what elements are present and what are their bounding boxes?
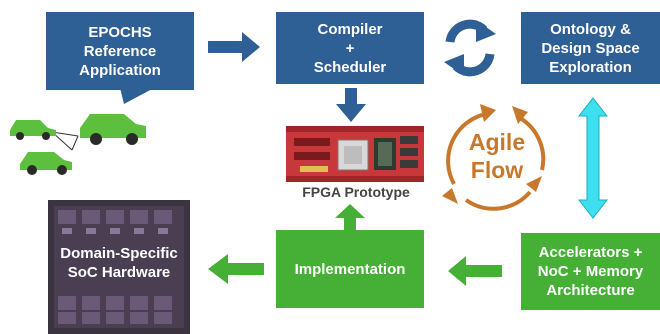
arrow-left-icon <box>448 256 502 286</box>
ontology-dse-box: Ontology & Design Space Exploration <box>521 12 660 84</box>
arrow-right-icon <box>208 32 260 62</box>
fpga-board-image <box>286 126 424 182</box>
reference-app-box: EPOCHS Reference Application <box>46 12 194 90</box>
cars-icon <box>10 114 146 175</box>
agile-label: Agile Flow <box>450 128 544 184</box>
implementation-box: Implementation <box>276 230 424 308</box>
agile-line2: Flow <box>470 157 524 183</box>
cycle-arrows-icon <box>444 19 496 77</box>
compiler-scheduler-box: Compiler + Scheduler <box>276 12 424 84</box>
callout-tail <box>120 88 154 104</box>
arrow-down-icon <box>336 88 366 122</box>
arrow-up-icon <box>335 204 365 230</box>
soc-die-image <box>48 200 190 334</box>
accelerators-box: Accelerators + NoC + Memory Architecture <box>521 233 660 310</box>
agile-line1: Agile <box>468 129 526 155</box>
fpga-prototype-label: FPGA Prototype <box>302 184 410 200</box>
double-arrow-icon <box>578 97 608 219</box>
agile-cycle-icon <box>442 104 546 211</box>
arrow-left-icon <box>208 254 264 284</box>
soc-hardware-label: Domain-Specific SoC Hardware <box>60 245 178 281</box>
